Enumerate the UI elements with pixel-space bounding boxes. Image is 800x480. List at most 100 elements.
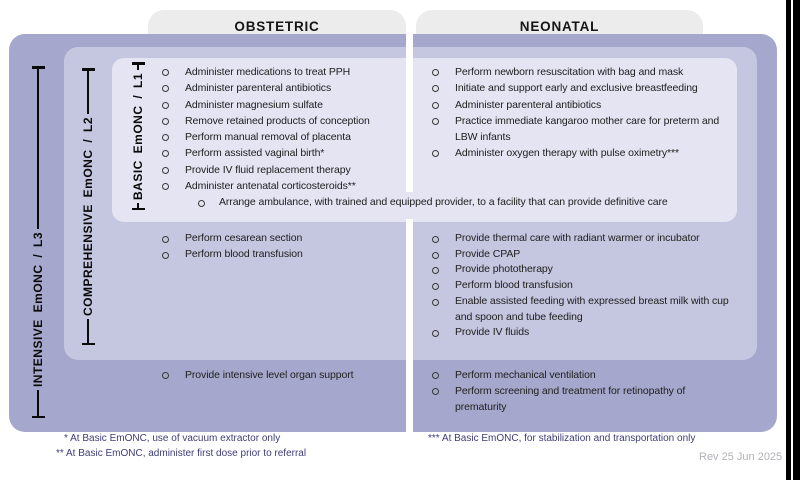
bullet-icon xyxy=(432,298,439,306)
list-item: Perform mechanical ventilation xyxy=(432,367,734,383)
bullet-icon xyxy=(162,236,169,243)
list-item: Provide thermal care with radiant warmer… xyxy=(432,231,734,247)
bullet-icon xyxy=(162,372,169,379)
list-item: Administer oxygen therapy with pulse oxi… xyxy=(432,145,734,161)
bullet-icon xyxy=(162,101,169,109)
intensive-level-label: INTENSIVE EmONC / L3 xyxy=(31,231,45,387)
bracket-line xyxy=(136,64,140,70)
item-label: Perform blood transfusion xyxy=(185,247,303,260)
item-label: Perform blood transfusion xyxy=(455,279,573,292)
list-item: Perform blood transfusion xyxy=(432,278,734,294)
bullet-icon xyxy=(432,85,439,93)
bullet-icon xyxy=(162,134,169,142)
item-label: Administer antenatal corticosteroids** xyxy=(185,180,356,193)
bullet-icon xyxy=(432,372,439,379)
list-item: Perform cesarean section xyxy=(162,231,404,247)
comprehensive-level-bracket: COMPREHENSIVE EmONC / L2 xyxy=(79,68,97,345)
bullet-icon xyxy=(432,283,439,291)
bracket-line xyxy=(86,318,90,343)
bullet-icon xyxy=(162,69,169,76)
list-item: Administer magnesium sulfate xyxy=(162,97,404,113)
bracket-cap-icon xyxy=(31,415,45,418)
comprehensive-neonatal-list: Provide thermal care with radiant warmer… xyxy=(432,231,734,341)
list-item: Remove retained products of conception xyxy=(162,113,404,129)
bullet-icon xyxy=(162,117,169,125)
list-item: Provide intensive level organ support xyxy=(162,367,404,383)
bracket-cap-icon xyxy=(81,342,95,345)
item-label: Provide intensive level organ support xyxy=(185,369,354,381)
bullet-icon xyxy=(162,251,169,259)
item-label: Administer medications to treat PPH xyxy=(185,66,351,78)
list-item: Administer antenatal corticosteroids** xyxy=(162,178,404,194)
item-label: Remove retained products of conception xyxy=(185,114,370,127)
neonatal-column-title: NEONATAL xyxy=(519,19,600,34)
screen-edge-line xyxy=(791,0,793,480)
list-item: Practice immediate kangaroo mother care … xyxy=(432,113,734,146)
basic-level-label: BASIC EmONC / L1 xyxy=(131,72,145,200)
bullet-icon xyxy=(162,183,169,191)
bracket-line xyxy=(36,389,40,416)
basic-level-bracket: BASIC EmONC / L1 xyxy=(129,62,147,211)
bullet-icon xyxy=(432,101,439,109)
list-item: Perform screening and treatment for reti… xyxy=(432,383,734,415)
bullet-icon xyxy=(432,267,439,275)
bullet-icon xyxy=(162,166,169,174)
list-item: Provide phototherapy xyxy=(432,262,734,278)
intensive-level-bracket: INTENSIVE EmONC / L3 xyxy=(29,66,47,418)
list-item: Administer medications to treat PPH xyxy=(162,64,404,80)
bracket-cap-icon xyxy=(81,68,95,71)
bullet-icon xyxy=(198,200,205,207)
item-label: Provide phototherapy xyxy=(455,263,553,276)
list-item: Administer parenteral antibiotics xyxy=(162,80,404,96)
item-label: Perform screening and treatment for reti… xyxy=(455,385,686,413)
list-item: Provide IV fluid replacement therapy xyxy=(162,162,404,178)
footnote-stabilization: *** At Basic EmONC, for stabilization an… xyxy=(428,433,696,444)
item-label: Perform cesarean section xyxy=(185,232,303,244)
item-label: Practice immediate kangaroo mother care … xyxy=(455,114,720,144)
list-item: Initiate and support early and exclusive… xyxy=(432,80,734,96)
bracket-cap-icon xyxy=(31,66,45,69)
bracket-cap-icon xyxy=(131,62,145,65)
item-label: Perform assisted vaginal birth* xyxy=(185,147,325,160)
item-label: Administer parenteral antibiotics xyxy=(455,98,602,111)
footnote-vacuum-extractor: * At Basic EmONC, use of vacuum extracto… xyxy=(64,433,281,444)
list-item: Administer parenteral antibiotics xyxy=(432,97,734,113)
basic-obstetric-list: Administer medications to treat PPH Admin… xyxy=(162,64,404,194)
bracket-cap-icon xyxy=(131,207,145,211)
item-label: Enable assisted feeding with expressed b… xyxy=(455,294,729,323)
bullet-icon xyxy=(432,69,439,76)
bracket-line xyxy=(86,70,90,114)
list-item: Perform manual removal of placenta xyxy=(162,129,404,145)
item-label: Initiate and support early and exclusive… xyxy=(455,82,698,95)
item-label: Perform mechanical ventilation xyxy=(455,369,596,381)
bracket-line xyxy=(36,68,40,229)
item-label: Administer magnesium sulfate xyxy=(185,98,323,111)
intensive-obstetric-list: Provide intensive level organ support xyxy=(162,367,404,383)
list-item: Perform assisted vaginal birth* xyxy=(162,145,404,161)
item-label: Provide IV fluid replacement therapy xyxy=(185,163,351,176)
bullet-icon xyxy=(432,117,439,125)
screen-edge-band xyxy=(786,0,800,480)
comprehensive-level-label: COMPREHENSIVE EmONC / L2 xyxy=(81,116,95,316)
bullet-icon xyxy=(432,388,439,395)
bullet-icon xyxy=(162,85,169,93)
footnote-first-dose: ** At Basic EmONC, administer first dose… xyxy=(56,448,307,459)
list-item: Provide IV fluids xyxy=(432,325,734,341)
bullet-icon xyxy=(432,330,439,338)
item-label: Administer parenteral antibiotics xyxy=(185,82,332,95)
shared-referral-text: Arrange ambulance, with trained and equi… xyxy=(219,196,668,208)
list-item: Provide CPAP xyxy=(432,247,734,263)
revision-date: Rev 25 Jun 2025 xyxy=(699,451,783,463)
list-item: Perform newborn resuscitation with bag a… xyxy=(432,64,734,80)
bullet-icon xyxy=(432,251,439,259)
shared-referral-row: Arrange ambulance, with trained and equi… xyxy=(118,192,732,219)
item-label: Perform manual removal of placenta xyxy=(185,131,351,144)
list-item: Enable assisted feeding with expressed b… xyxy=(432,294,734,325)
column-divider xyxy=(406,34,413,432)
bullet-icon xyxy=(432,150,439,158)
item-label: Provide CPAP xyxy=(455,247,521,260)
bullet-icon xyxy=(162,150,169,158)
